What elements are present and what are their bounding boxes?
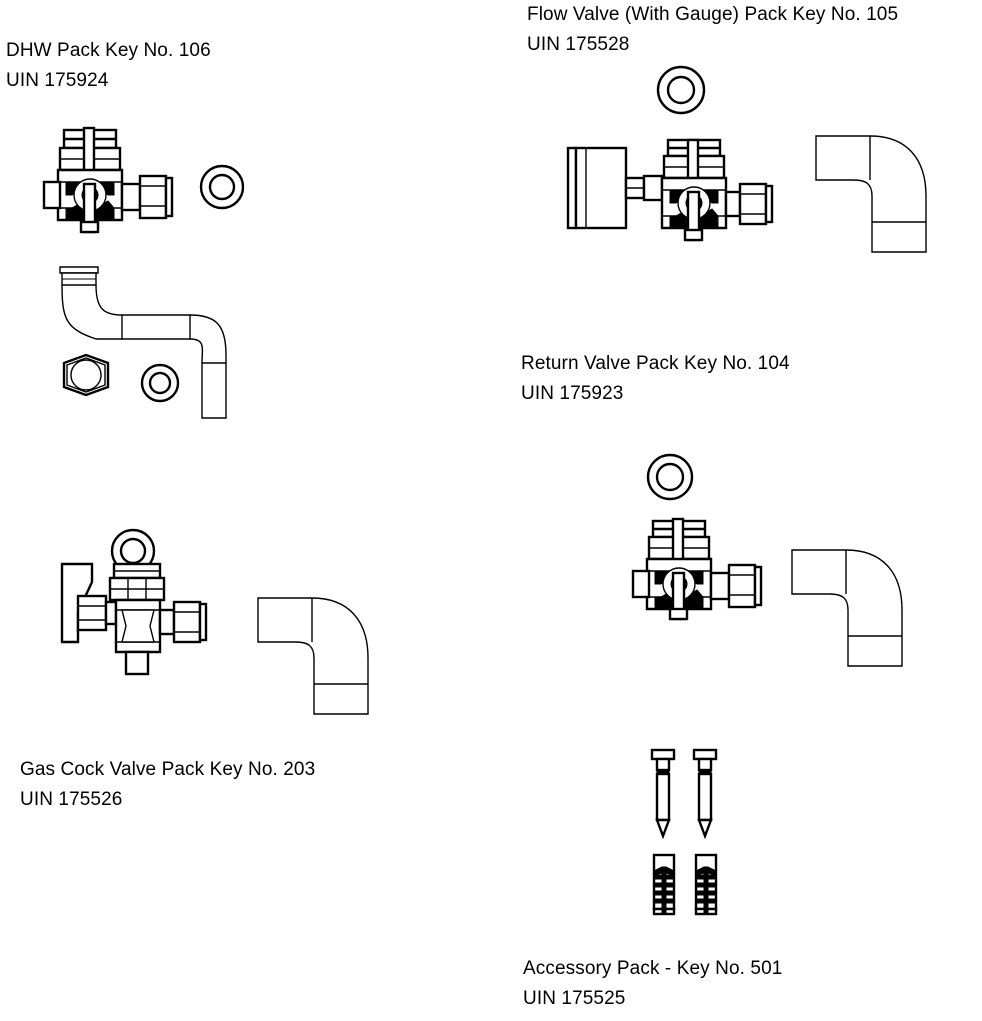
accessory-screw-1-drawing <box>650 748 676 840</box>
flow-valve-pack-label: Flow Valve (With Gauge) Pack Key No. 105… <box>527 0 898 60</box>
flow-valve-sealing-washer-drawing <box>656 65 706 115</box>
accessory-wall-plug-1-drawing <box>652 853 676 916</box>
accessory-pack-label: Accessory Pack - Key No. 501 UIN 175525 <box>523 954 782 1014</box>
flow-valve-elbow-pipe-drawing <box>815 135 927 253</box>
return-valve-sealing-washer-drawing <box>646 453 694 501</box>
small-washer-shape <box>140 363 180 403</box>
accessory-wall-plug-2-drawing <box>694 853 718 916</box>
flow-valve-with-gauge-drawing <box>566 138 774 242</box>
gas-cock-valve-drawing <box>60 562 208 676</box>
accessory-screw-2-drawing <box>692 748 718 840</box>
return-valve-pack-uin: UIN 175923 <box>521 383 624 404</box>
hex-nut-shape <box>62 353 110 397</box>
dhw-s-pipe-drawing <box>59 266 227 419</box>
accessory-pack-uin: UIN 175525 <box>523 988 626 1009</box>
dhw-pack-label: DHW Pack Key No. 106 UIN 175924 <box>6 36 211 96</box>
gas-cock-pack-title: Gas Cock Valve Pack Key No. 203 <box>20 759 316 780</box>
flow-valve-pack-title: Flow Valve (With Gauge) Pack Key No. 105 <box>527 4 899 25</box>
return-valve-pack-title: Return Valve Pack Key No. 104 <box>521 353 790 374</box>
gas-cock-elbow-pipe-drawing <box>257 597 369 715</box>
dhw-pack-title: DHW Pack Key No. 106 <box>6 40 211 61</box>
dhw-isolation-valve-drawing <box>42 126 174 234</box>
pressure-gauge-shape <box>566 146 664 230</box>
return-elbow-pipe-drawing <box>791 549 903 667</box>
dhw-sealing-washer-drawing <box>199 164 245 210</box>
return-isolation-valve-drawing <box>631 517 763 621</box>
dhw-pack-uin: UIN 175924 <box>6 70 109 91</box>
gas-cock-pack-label: Gas Cock Valve Pack Key No. 203 UIN 1755… <box>20 755 315 815</box>
gas-cock-pack-uin: UIN 175526 <box>20 789 123 810</box>
accessory-pack-title: Accessory Pack - Key No. 501 <box>523 958 783 979</box>
flow-valve-pack-uin: UIN 175528 <box>527 34 630 55</box>
return-valve-pack-label: Return Valve Pack Key No. 104 UIN 175923 <box>521 349 790 409</box>
